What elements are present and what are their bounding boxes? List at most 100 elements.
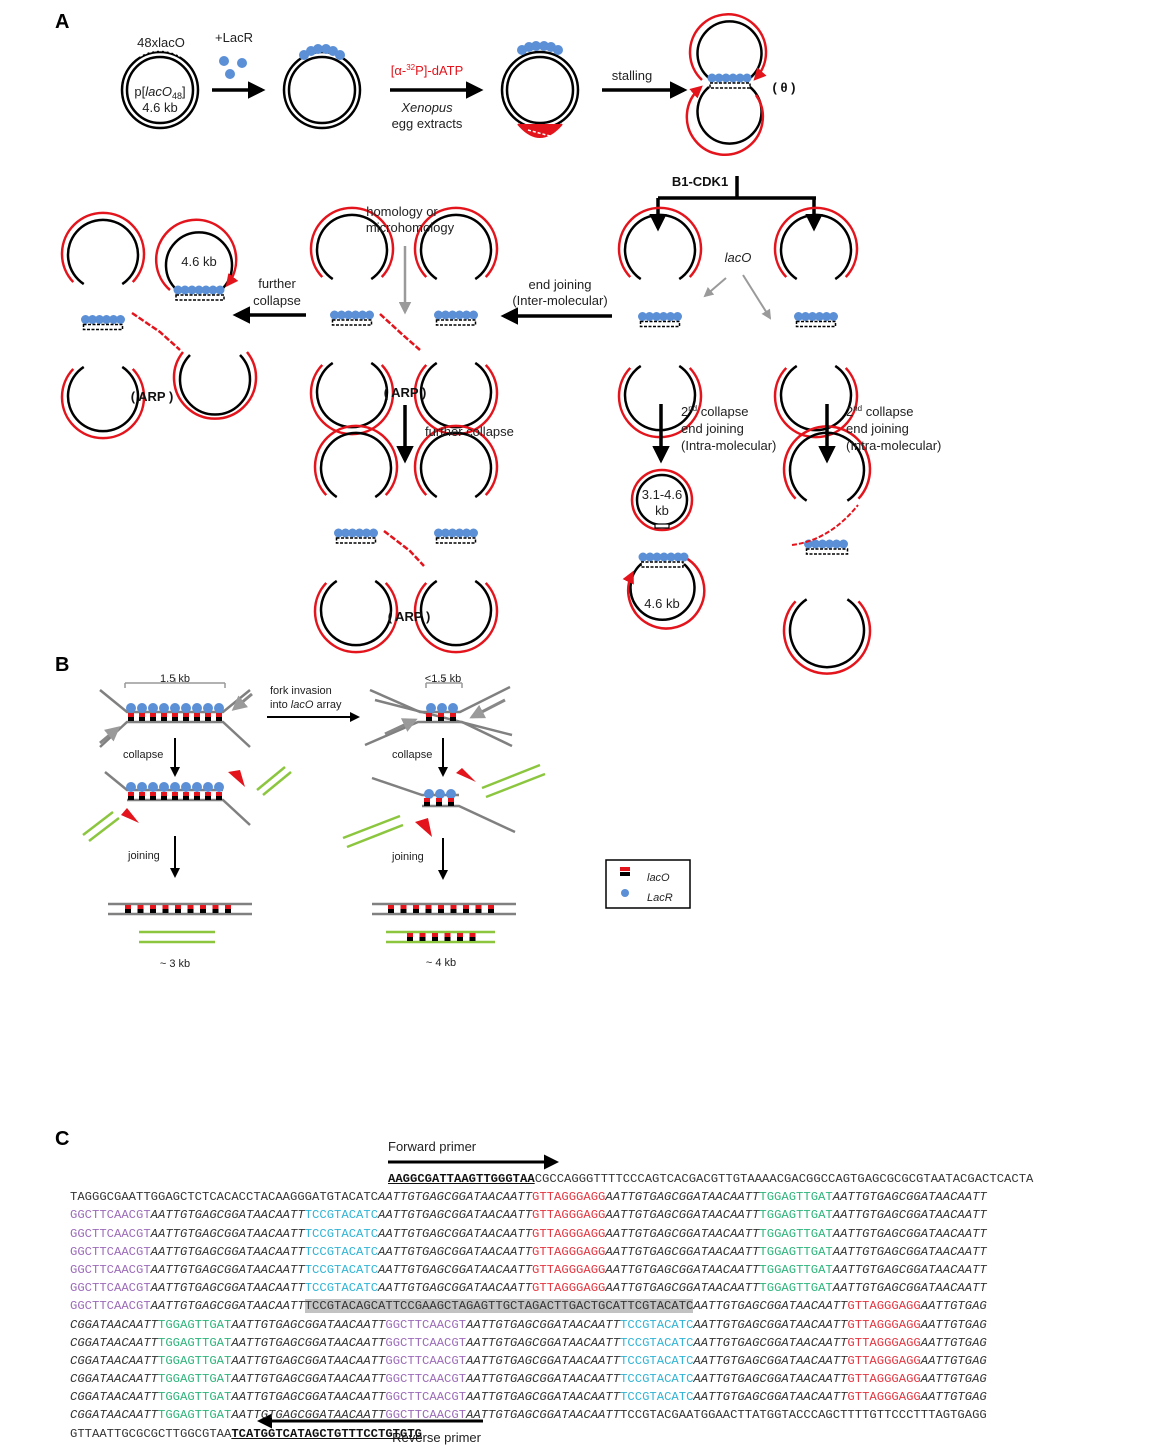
lacO-array xyxy=(805,548,849,555)
spacer-purple: GGCTTCAACGT xyxy=(70,1281,151,1296)
lacR-dot xyxy=(446,789,456,799)
right-collapsed-lacO-red xyxy=(448,798,454,802)
left-top-lacO-black xyxy=(216,717,222,721)
spacer-red: GTTAGGGAGG xyxy=(532,1244,606,1259)
arp-bottom-b-top-strand xyxy=(419,431,493,499)
sequence-line: GGCTTCAACGTAATTGTGAGCGGATAACAATTTCCGTACA… xyxy=(70,1279,1150,1297)
spacer-green: TGGAGTTGAT xyxy=(759,1262,833,1277)
lacR-dot xyxy=(441,528,450,538)
lacR-dot xyxy=(337,310,346,320)
product-circle-with-lacR xyxy=(622,552,706,630)
lacR-dot xyxy=(330,310,339,320)
joined-junction xyxy=(383,530,425,567)
left-product-lacO-red xyxy=(150,905,156,909)
lacR-dot xyxy=(170,703,180,713)
product-small-circle xyxy=(630,468,694,532)
lacR-dot xyxy=(358,310,367,320)
lacO-repeat: AATTGTGAGCGGATAACAATT xyxy=(605,1208,760,1223)
spacer-cyan: TCCGTACATC xyxy=(304,1226,379,1241)
lacO-repeat: AATTGTGAGCGGATAACAATT xyxy=(832,1226,987,1241)
lacO-repeat: AATTGTGAGCGGATAACAATT xyxy=(378,1262,533,1277)
lacO-repeat: AATTGTGAGCGGATAACAATT xyxy=(466,1372,621,1387)
lacR-dot xyxy=(201,285,211,295)
lacR-dot xyxy=(192,782,202,792)
lacO-pointer-label: lacO xyxy=(725,250,752,265)
right-span-label: <1.5 kb xyxy=(425,673,461,685)
arp-bottom-b-bottom-strand xyxy=(419,579,493,647)
lacR-dot xyxy=(434,310,443,320)
lacO-array xyxy=(435,537,477,544)
spacer-red: GTTAGGGAGG xyxy=(532,1262,606,1277)
panel-b-schematic xyxy=(82,678,546,944)
spacer-purple: GGCTTCAACGT xyxy=(70,1262,151,1277)
left-product-lacO-red xyxy=(200,905,206,909)
sequence-line: GGCTTCAACGTAATTGTGAGCGGATAACAATTTCCGTACA… xyxy=(70,1206,1150,1224)
lacR-dot xyxy=(455,528,464,538)
lacO-repeat: AATTGTGAG xyxy=(920,1353,987,1368)
arp-bottom-b-top-nascent xyxy=(413,424,499,496)
sequence-line: GTTAATTGCGCGCTTGGCGTAATCATGGTCATAGCTGTTT… xyxy=(70,1425,1150,1443)
spacer-green: TGGAGTTGAT xyxy=(158,1335,232,1350)
cleavage-arrowhead-red xyxy=(121,808,139,823)
lacO-repeat: AATTGTGAGCGGATAACAATT xyxy=(378,1244,533,1259)
product-size-label: 4.6 kb xyxy=(644,596,679,611)
spacer-green: TGGAGTTGAT xyxy=(759,1226,833,1241)
lacO-repeat: CGGATAACAATT xyxy=(70,1317,159,1332)
lacR-dot xyxy=(435,789,445,799)
lacO-repeat: CGGATAACAATT xyxy=(70,1372,159,1387)
spacer-red: GTTAGGGAGG xyxy=(847,1335,921,1350)
left-collapsed-lacO-black xyxy=(161,796,167,800)
arp-middle-b-top-strand xyxy=(419,213,493,281)
panel-b-label: B xyxy=(55,654,69,676)
homology-label-1: homology or xyxy=(366,204,438,219)
left-collapsed-lacO-black xyxy=(172,796,178,800)
lacO-array xyxy=(335,537,377,544)
lacO-repeat: AATTGTGAGCGGATAACAATT xyxy=(378,1190,533,1205)
collapsed-fork-right-top-strand xyxy=(779,213,853,281)
left-product-lacO-black xyxy=(162,909,169,913)
right-product-lacO-red xyxy=(450,905,457,909)
left-product-lacO-red xyxy=(175,905,181,909)
right-product-lacO-red xyxy=(413,905,419,909)
lacR-dot xyxy=(173,285,183,295)
lacO-repeat: AATTGTGAGCGGATAACAATT xyxy=(832,1208,987,1223)
fork-invasion-label-1: fork invasion xyxy=(270,685,332,697)
spacer-green: TGGAGTTGAT xyxy=(158,1317,232,1332)
lacO-pointer-arrow-right xyxy=(742,274,772,320)
intra-joined-product-bottom-nascent xyxy=(782,600,872,675)
lacR-dot xyxy=(666,312,675,321)
left-collapsed-lacO-red xyxy=(150,792,156,796)
right-collapsed-lacO-red xyxy=(436,798,442,802)
lacO-repeat: AATTGTGAGCGGATAACAATT xyxy=(693,1335,848,1350)
fork-arrow-right xyxy=(469,698,506,719)
left-collapsed-lacO-black xyxy=(216,796,222,800)
lacR-dot xyxy=(645,312,654,321)
left-product-lacO-black xyxy=(150,909,156,913)
collapsed-fork-right-bottom-strand xyxy=(779,364,853,432)
left-top-lacO-black xyxy=(139,717,145,721)
xenopus-label: Xenopus xyxy=(400,100,453,115)
right-product-lacO-black xyxy=(475,909,482,913)
collapsed-fork-left-top-strand xyxy=(623,213,697,281)
product-range-label-1: 3.1-4.6 xyxy=(642,487,682,502)
left-collapsed-lacO-black xyxy=(205,796,211,800)
left-product-lacO-red xyxy=(225,905,231,909)
branch-arrows xyxy=(649,176,823,232)
right-product-green-lacO-red xyxy=(432,933,438,937)
left-collapsed-lacO-red xyxy=(194,792,200,796)
arp-left-a-bottom-strand xyxy=(66,365,140,433)
lacO-repeat: AATTGTGAGCGGATAACAATT xyxy=(231,1317,386,1332)
spacer-cyan: TCCGTACATC xyxy=(620,1317,694,1332)
spacer-purple: GGCTTCAACGT xyxy=(385,1372,467,1387)
right-collapsed-lacO-black xyxy=(424,802,430,806)
arp-bottom-a-top-nascent xyxy=(313,424,399,496)
lacR-dot xyxy=(426,703,436,713)
right-product-green-lacO-black xyxy=(419,937,426,941)
legend-box: lacO LacR xyxy=(605,859,691,909)
right-collapsed-top xyxy=(371,776,459,797)
left-collapsed-lacO-red xyxy=(161,792,167,796)
arp-middle-b-top-nascent xyxy=(413,206,499,278)
lacR-dot xyxy=(818,539,827,549)
left-collapsed-lacO-red xyxy=(128,792,134,796)
spacer-cyan: TCCGTACATC xyxy=(620,1372,694,1387)
